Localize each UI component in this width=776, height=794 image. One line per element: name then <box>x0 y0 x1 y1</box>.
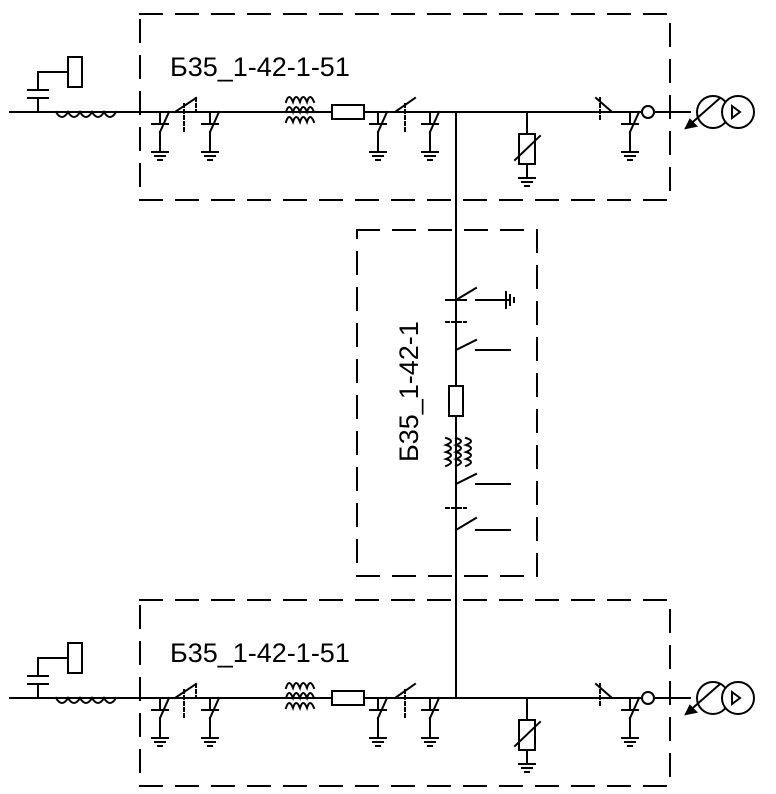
middle-block-frame <box>356 229 538 577</box>
coupling-bay <box>445 111 515 699</box>
bottom-bay <box>10 643 754 772</box>
bottom-block-frame <box>139 599 671 787</box>
top-bay <box>10 57 754 186</box>
bottom-block-label: Б35_1-42-1-51 <box>170 638 350 668</box>
middle-block-label: Б35_1-42-1 <box>394 321 424 462</box>
top-block-frame <box>139 13 671 201</box>
top-block-label: Б35_1-42-1-51 <box>170 52 350 82</box>
